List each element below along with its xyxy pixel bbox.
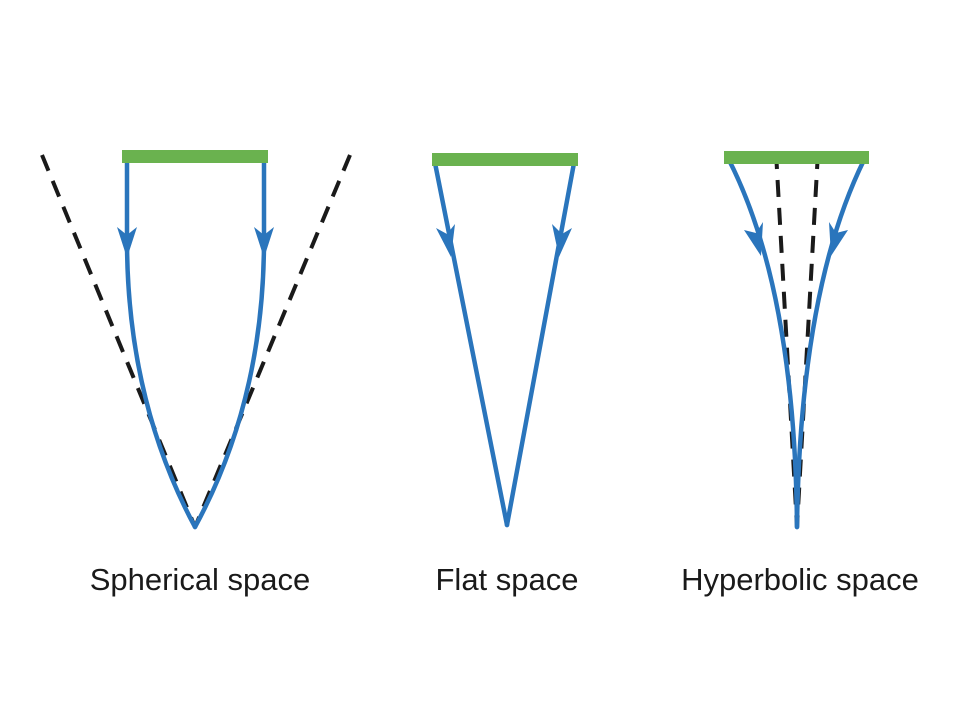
- flat-arrow-left-icon: [436, 224, 455, 257]
- hyperbolic-arrow-left-icon: [744, 222, 763, 256]
- hyperbolic-light-path-left: [726, 157, 800, 530]
- hyperbolic-baseline: [724, 151, 869, 164]
- spherical-reference-line-left: [40, 154, 197, 528]
- spherical-reference-line-right: [193, 154, 352, 528]
- hyperbolic-arrow-right-icon: [829, 222, 848, 256]
- spherical-arrow-right-icon: [254, 227, 274, 258]
- flat-panel: [432, 153, 578, 528]
- flat-space-caption: Flat space: [435, 562, 579, 597]
- spherical-light-path-left: [124, 154, 198, 530]
- spherical-baseline: [122, 150, 268, 163]
- hyperbolic-light-path-right: [794, 157, 867, 530]
- flat-light-path-left: [432, 160, 510, 528]
- flat-arrow-right-icon: [552, 224, 572, 257]
- flat-baseline: [432, 153, 578, 166]
- spherical-space-caption: Spherical space: [89, 562, 311, 597]
- flat-light-path-right: [504, 160, 577, 528]
- spherical-light-path-right: [192, 154, 267, 530]
- spherical-panel: [40, 150, 352, 530]
- hyperbolic-space-caption: Hyperbolic space: [681, 562, 919, 597]
- spherical-arrow-left-icon: [117, 227, 137, 258]
- hyperbolic-panel: [724, 151, 869, 530]
